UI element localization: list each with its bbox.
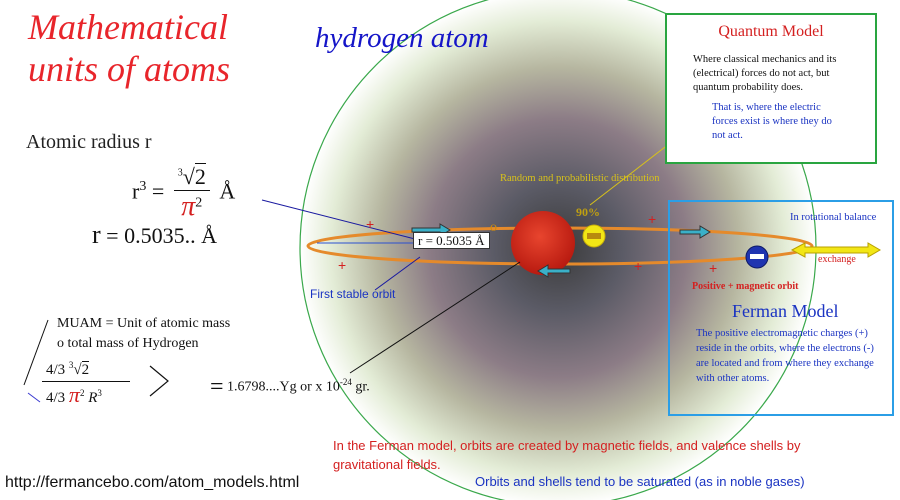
mass-result-exp: -24	[339, 377, 352, 388]
eq-unit: Å	[219, 178, 236, 204]
ferman-model-box: In rotational balance exchange Positive …	[668, 200, 894, 416]
atom-title: hydrogen atom	[315, 22, 489, 54]
eq-equals: =	[151, 178, 165, 204]
quantum-model-box: Quantum Model Where classical mechanics …	[665, 13, 877, 164]
plus-sign: +	[648, 211, 657, 227]
exchange-arrow	[790, 242, 881, 258]
mass-denominator: 4/3 π2 R3	[42, 382, 130, 408]
plus-sign: +	[634, 258, 643, 274]
mass-fraction: 4/3 3√2 4/3 π2 R3	[42, 358, 130, 408]
num-root-radicand: 2	[81, 361, 90, 378]
muam-line2: o total mass of Hydrogen	[57, 336, 199, 351]
root-index: 3	[177, 167, 183, 179]
mass-result-unit: gr.	[355, 379, 370, 395]
radius-fraction: 3√2 π2	[173, 163, 210, 223]
exchange-label: exchange	[818, 254, 856, 265]
den-pi-exp: 2	[79, 388, 85, 398]
first-orbit-label: First stable orbit	[310, 287, 396, 301]
muam-text: MUAM = Unit of atomic mass o total mass …	[57, 314, 230, 354]
plus-sign: +	[709, 260, 718, 276]
radius-result: r = 0.5035.. Å	[92, 220, 217, 250]
main-title: Mathematical units of atoms	[28, 7, 231, 89]
nucleus	[511, 211, 575, 275]
footer-red-text: In the Ferman model, orbits are created …	[333, 438, 801, 472]
plus-sign: +	[338, 257, 347, 273]
muam-line1: MUAM = Unit of atomic mass	[57, 316, 231, 331]
mass-result: = 1.6798....Yg or x 10-24 gr.	[210, 374, 370, 401]
eq-lhs-exp: 3	[139, 179, 147, 195]
result-unit: Å	[201, 223, 217, 248]
num-root-index: 3	[68, 360, 74, 370]
root-radicand: 2	[194, 163, 206, 189]
den-R: R	[88, 390, 98, 406]
plus-sign: +	[366, 216, 375, 232]
quantum-text2: That is, where the electric forces exist…	[712, 102, 832, 141]
mass-equals: =	[210, 374, 224, 400]
mass-numerator: 4/3 3√2	[42, 358, 130, 382]
den-R-exp: 3	[97, 388, 102, 398]
result-r: r	[92, 220, 101, 249]
quantum-text1: Where classical mechanics and its (elect…	[693, 54, 837, 93]
radius-equation: r3 = 3√2 π2 Å	[132, 163, 236, 223]
pi-symbol: π	[181, 191, 196, 222]
den-coef: 4/3	[46, 390, 66, 406]
mass-result-value: 1.6798....Yg or x 10	[227, 379, 340, 395]
radius-label: Atomic radius r	[26, 131, 152, 153]
quantum-title: Quantum Model	[718, 23, 824, 40]
small-electron-label: o	[490, 220, 497, 235]
den-pi: π	[68, 382, 80, 407]
pi-exp: 2	[195, 195, 203, 211]
result-eq: = 0.5035..	[106, 223, 196, 248]
rotational-balance-label: In rotational balance	[790, 212, 877, 223]
random-distribution-label: Random and probabilistic distribution	[500, 173, 660, 184]
num-coef: 4/3	[46, 362, 66, 378]
ferman-title: Ferman Model	[732, 301, 839, 321]
percent-label: 90%	[576, 205, 600, 219]
footer-blue-text: Orbits and shells tend to be saturated (…	[475, 474, 805, 489]
ferman-text: The positive electromagnetic charges (+)…	[696, 328, 874, 384]
radius-box-label: r = 0.5035 Å	[413, 232, 490, 249]
source-url[interactable]: http://fermancebo.com/atom_models.html	[5, 474, 300, 491]
positive-orbit-label: Positive + magnetic orbit	[692, 281, 799, 292]
eq-lhs: r	[132, 178, 140, 204]
